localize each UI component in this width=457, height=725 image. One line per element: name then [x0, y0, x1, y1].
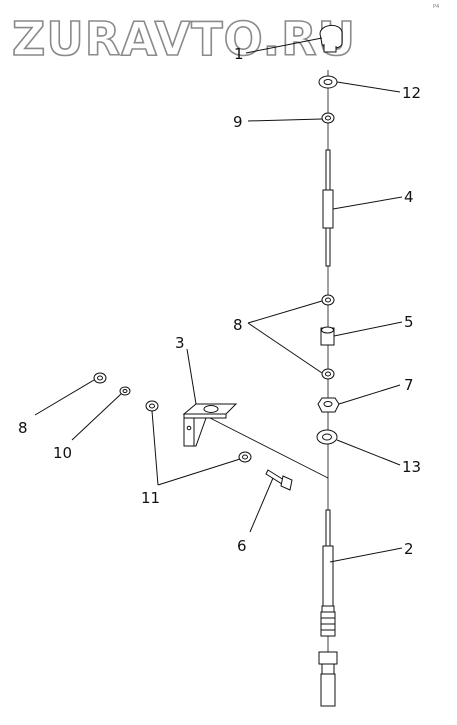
callout-4: 4 — [404, 188, 414, 206]
bracket-3-part — [182, 403, 238, 447]
corner-mark: P4 — [433, 4, 439, 10]
nut-8-left-part — [93, 372, 107, 384]
mast-2-part — [318, 509, 338, 707]
coupler-5-part — [320, 326, 335, 346]
callout-11: 11 — [141, 489, 160, 507]
leader-2 — [329, 547, 403, 563]
leader-11-b — [157, 458, 241, 486]
bolt-6-part — [265, 469, 293, 491]
hex-nut-7-part — [317, 397, 340, 413]
leader-1 — [245, 37, 323, 54]
watermark-text: ZURAVTO.RU — [12, 12, 356, 66]
callout-6: 6 — [237, 537, 247, 555]
callout-8-left: 8 — [18, 419, 28, 437]
callout-3: 3 — [175, 334, 185, 352]
washer-12-part — [318, 75, 338, 89]
leader-6 — [249, 477, 274, 533]
callout-5: 5 — [404, 313, 414, 331]
leader-4 — [332, 196, 403, 210]
callout-13: 13 — [402, 458, 421, 476]
leader-12 — [336, 81, 401, 93]
callout-8-upper: 8 — [233, 316, 243, 334]
leader-8-upper — [247, 300, 323, 324]
leader-13 — [336, 439, 401, 466]
leader-11-a — [151, 410, 159, 486]
washer-11-part — [145, 400, 252, 463]
leader-5 — [333, 321, 403, 337]
washer-10-part — [119, 386, 131, 396]
callout-2: 2 — [404, 540, 414, 558]
callout-7: 7 — [404, 376, 414, 394]
leader-8-left — [34, 379, 95, 416]
knob-part — [319, 25, 343, 53]
leader-8-lower — [247, 322, 323, 374]
callout-9: 9 — [233, 113, 243, 131]
leader-10 — [71, 393, 122, 441]
leader-7 — [338, 384, 401, 405]
leader-3 — [186, 348, 197, 405]
bracket-axis-line — [209, 417, 329, 479]
nut-8-lower-part — [321, 368, 335, 380]
washer-13-part — [316, 429, 338, 445]
nut-9-part — [321, 112, 335, 124]
rod-4-part — [322, 149, 334, 267]
nut-8-upper-part — [321, 294, 335, 306]
callout-12: 12 — [402, 84, 421, 102]
callout-10: 10 — [53, 444, 72, 462]
callout-1: 1 — [234, 45, 244, 63]
leader-9 — [247, 118, 323, 122]
